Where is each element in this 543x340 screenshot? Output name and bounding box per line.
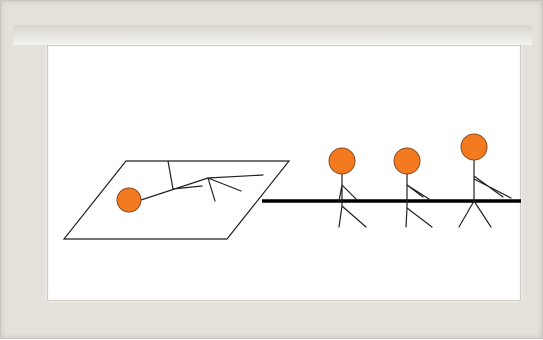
figure-2-arm-2: [406, 184, 430, 200]
standing-figure-1: [328, 147, 367, 228]
fallen-head: [116, 187, 142, 213]
figure-1-arm: [341, 184, 357, 200]
figure-2-head: [393, 147, 421, 175]
figure-3-leg-right: [473, 200, 492, 228]
fallen-leg-3: [207, 177, 216, 202]
figure-1-leg-right: [341, 205, 367, 228]
fallen-arm-up: [167, 160, 174, 190]
frame-bevel: [13, 25, 532, 45]
standing-figure-2: [393, 147, 433, 228]
figure-2-leg-left: [405, 207, 408, 228]
fallen-leg-1: [207, 174, 264, 179]
standing-figure-3: [458, 133, 512, 228]
figure-3-head: [460, 133, 488, 161]
figure-1-leg-left: [338, 205, 343, 228]
figure-3-leg-left: [458, 200, 475, 228]
figure-3-arm-2: [473, 178, 512, 199]
fallen-leg-2: [207, 177, 242, 192]
figure-1-head: [328, 147, 356, 175]
figure-1-arm-2: [338, 184, 343, 202]
figure-2-leg-right: [406, 207, 433, 228]
fallen-figure: [62, 160, 291, 240]
mat-parallelogram: [62, 160, 291, 240]
fallen-arm-down: [172, 185, 203, 190]
